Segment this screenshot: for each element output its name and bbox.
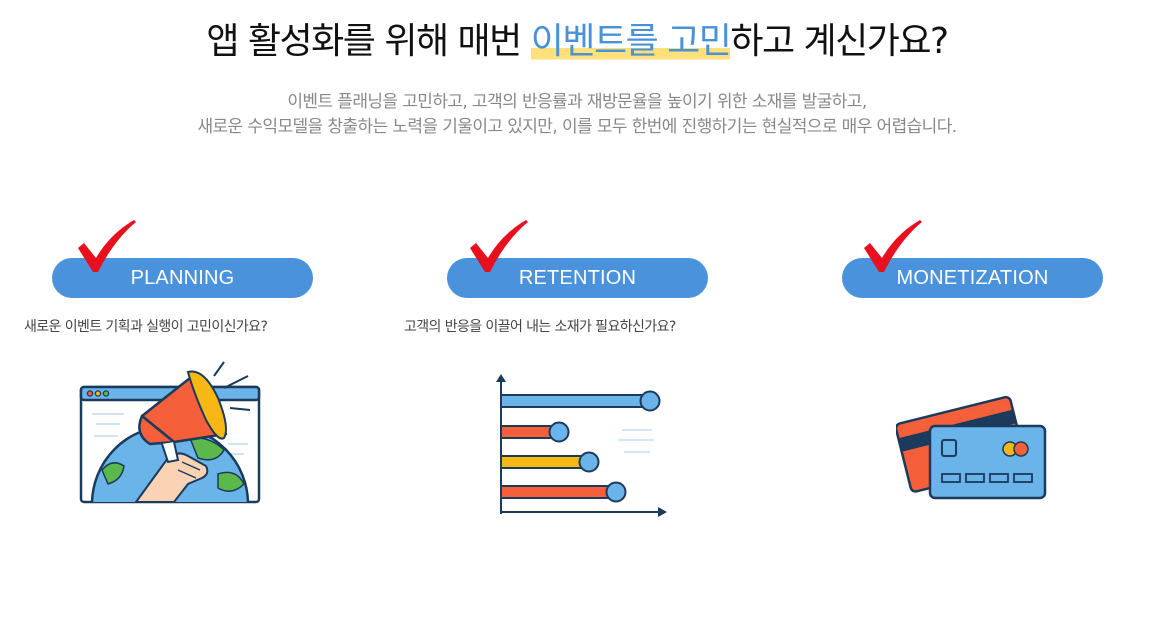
- megaphone-icon: [79, 361, 261, 504]
- page-subtitle: 이벤트 플래닝을 고민하고, 고객의 반응률과 재방문율을 높이기 위한 소재를…: [0, 90, 1154, 140]
- check-icon: [78, 220, 136, 272]
- subtitle-line-1: 이벤트 플래닝을 고민하고, 고객의 반응률과 재방문율을 높이기 위한 소재를…: [287, 92, 867, 112]
- page-title: 앱 활성화를 위해 매번 이벤트를 고민하고 계신가요?: [0, 18, 1154, 66]
- check-icon: [470, 220, 528, 272]
- title-part-2: 하고 계신가요?: [730, 21, 949, 62]
- retention-question: 고객의 반응을 이끌어 내는 소재가 필요하신가요?: [404, 319, 676, 335]
- title-part-1: 앱 활성화를 위해 매번: [206, 21, 531, 62]
- planning-pill: PLANNING: [52, 258, 313, 298]
- credit-card-icon: [896, 395, 1047, 500]
- bar-chart-icon: [496, 374, 667, 517]
- check-icon: [864, 220, 922, 272]
- subtitle-line-2: 새로운 수익모델을 창출하는 노력을 기울이고 있지만, 이를 모두 한번에 진…: [197, 117, 957, 137]
- title-highlight: 이벤트를 고민: [530, 21, 732, 62]
- planning-question: 새로운 이벤트 기획과 실행이 고민이신가요?: [24, 319, 268, 335]
